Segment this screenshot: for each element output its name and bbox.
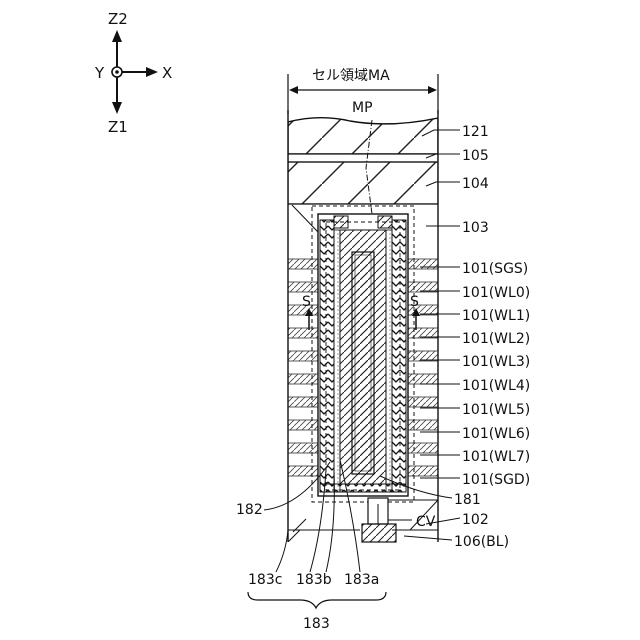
source-mark-right: S: [410, 294, 419, 310]
label-101-wl2: 101(WL2): [462, 331, 530, 347]
layer-105: [288, 154, 438, 162]
label-101-wl0: 101(WL0): [462, 285, 530, 301]
source-mark-left: S: [302, 294, 311, 310]
axis-z1-label: Z1: [108, 118, 128, 136]
label-103: 103: [462, 220, 489, 236]
layer-104: [288, 162, 438, 204]
label-cv: CV: [416, 514, 436, 530]
bit-line: [362, 524, 396, 542]
label-101-wl4: 101(WL4): [462, 378, 530, 394]
label-101-wl5: 101(WL5): [462, 402, 530, 418]
cell-region-label: セル領域MA: [312, 67, 390, 84]
label-105: 105: [462, 148, 489, 164]
group-brace: [248, 592, 386, 608]
label-106-bl: 106(BL): [454, 534, 509, 550]
layer-121: [288, 118, 438, 154]
label-121: 121: [462, 124, 489, 140]
axis-y-label: Y: [94, 64, 105, 82]
label-101-wl1: 101(WL1): [462, 308, 530, 324]
label-183a: 183a: [344, 572, 379, 588]
label-101-wl6: 101(WL6): [462, 426, 530, 442]
label-101-sgd: 101(SGD): [462, 472, 530, 488]
coordinate-axes: Z2 Z1 X Y: [94, 10, 172, 136]
label-101-wl3: 101(WL3): [462, 354, 530, 370]
label-101-sgs: 101(SGS): [462, 261, 528, 277]
label-183c: 183c: [248, 572, 282, 588]
stack-film-right: [392, 220, 406, 492]
stack-film-left: [320, 220, 334, 492]
label-101-wl7: 101(WL7): [462, 449, 530, 465]
label-182: 182: [236, 502, 263, 518]
label-104: 104: [462, 176, 489, 192]
axis-z2-label: Z2: [108, 10, 128, 28]
memory-pillar-label: MP: [352, 100, 373, 116]
label-102: 102: [462, 512, 489, 528]
label-183: 183: [303, 616, 330, 632]
axis-x-label: X: [162, 64, 172, 82]
label-183b: 183b: [296, 572, 332, 588]
label-181: 181: [454, 492, 481, 508]
